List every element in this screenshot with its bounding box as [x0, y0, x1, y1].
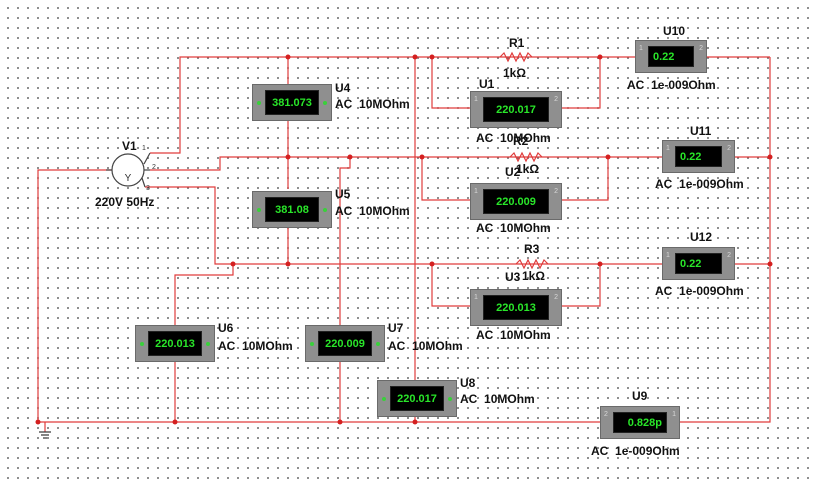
pin-2-label: 2: [604, 411, 608, 418]
terminal-negative-icon: [206, 341, 210, 346]
meter-u12-name: U12: [690, 230, 713, 244]
meter-u8-name: U8: [460, 376, 476, 390]
meter-u3-name: U3: [505, 270, 521, 284]
terminal-positive-icon: [257, 100, 261, 105]
ammeter-u11[interactable]: 1 2 0.22: [662, 140, 735, 173]
terminal-positive-icon: [382, 396, 386, 401]
pin-1-label: 1: [666, 252, 670, 259]
wire-group: [37, 56, 771, 432]
meter-reading: 0.22: [675, 253, 722, 274]
meter-reading: 220.017: [390, 386, 444, 411]
ammeter-u10[interactable]: 1 2 0.22: [635, 40, 707, 73]
voltmeter-u6[interactable]: 220.013: [135, 325, 215, 362]
meter-reading: 220.009: [318, 331, 372, 356]
ammeter-u9[interactable]: 2 1 0.828p: [600, 406, 680, 439]
meter-u9-mode: AC 1e-009Ohm: [591, 444, 680, 458]
resistor-r2-value: 1kΩ: [516, 162, 539, 176]
pin-2-label: 2: [554, 96, 558, 103]
meter-u6-mode: AC 10MOhm: [218, 339, 293, 353]
meter-u5-mode: AC 10MOhm: [335, 204, 410, 218]
meter-reading: 381.08: [265, 197, 319, 222]
pin-1-label: 1: [474, 96, 478, 103]
pin-2-label: 2: [727, 252, 731, 259]
meter-u5-name: U5: [335, 187, 351, 201]
meter-u10-mode: AC 1e-009Ohm: [627, 78, 716, 92]
voltmeter-u3[interactable]: 1 2 220.013: [470, 289, 562, 326]
meter-u1-name: U1: [479, 77, 495, 91]
meter-reading: 220.013: [148, 331, 202, 356]
pin-2-label: 2: [727, 145, 731, 152]
meter-reading: 0.22: [648, 46, 694, 67]
terminal-negative-icon: [448, 396, 452, 401]
meter-u6-name: U6: [218, 321, 234, 335]
terminal-positive-icon: [140, 341, 144, 346]
meter-reading: 0.828p: [613, 412, 667, 433]
resistor-r3-value: 1kΩ: [522, 269, 545, 283]
three-phase-source-icon[interactable]: Y 1 2 3: [106, 145, 156, 192]
resistor-r1-value: 1kΩ: [503, 66, 526, 80]
voltmeter-u7[interactable]: 220.009: [305, 325, 385, 362]
meter-u2-name: U2: [505, 165, 521, 179]
meter-u12-mode: AC 1e-009Ohm: [655, 284, 744, 298]
resistor-r1-name: R1: [509, 36, 525, 50]
voltmeter-u5[interactable]: 381.08: [252, 191, 332, 228]
pin-1-label: 1: [639, 45, 643, 52]
resistor-r3-name: R3: [524, 242, 540, 256]
meter-reading: 220.013: [483, 295, 549, 320]
junction-dots: [35, 54, 773, 425]
ammeter-u12[interactable]: 1 2 0.22: [662, 247, 735, 280]
voltmeter-u8[interactable]: 220.017: [377, 380, 457, 417]
resistor-zigzags: [499, 51, 549, 270]
terminal-negative-icon: [323, 207, 327, 212]
meter-reading: 0.22: [675, 146, 722, 167]
terminal-negative-icon: [323, 100, 327, 105]
voltmeter-u4[interactable]: 381.073: [252, 84, 332, 121]
meter-u1-mode: AC 10MOhm: [476, 131, 551, 145]
meter-u10-name: U10: [663, 24, 686, 38]
source-name: V1: [122, 139, 137, 153]
meter-u7-name: U7: [388, 321, 404, 335]
phase-label-3: 3: [146, 185, 150, 192]
meter-reading: 381.073: [265, 90, 319, 115]
terminal-positive-icon: [257, 207, 261, 212]
pin-2-label: 2: [554, 294, 558, 301]
pin-1-label: 1: [672, 411, 676, 418]
phase-label-2: 2: [152, 164, 156, 171]
terminal-negative-icon: [376, 341, 380, 346]
meter-u3-mode: AC 10MOhm: [476, 328, 551, 342]
source-symbol-text: Y: [125, 173, 132, 184]
resistor-r2-name: R2: [513, 134, 529, 148]
pin-1-label: 1: [474, 294, 478, 301]
meter-u8-mode: AC 10MOhm: [460, 392, 535, 406]
phase-label-1: 1: [142, 145, 146, 152]
meter-u9-name: U9: [632, 389, 648, 403]
meter-u4-mode: AC 10MOhm: [335, 97, 410, 111]
voltmeter-u1[interactable]: 1 2 220.017: [470, 91, 562, 128]
pin-2-label: 2: [554, 188, 558, 195]
pin-1-label: 1: [474, 188, 478, 195]
pin-2-label: 2: [699, 45, 703, 52]
meter-u11-mode: AC 1e-009Ohm: [655, 177, 744, 191]
meter-u2-mode: AC 10MOhm: [476, 221, 551, 235]
meter-reading: 220.009: [483, 189, 549, 214]
ground-icon: [39, 431, 51, 439]
voltmeter-u2[interactable]: 1 2 220.009: [470, 183, 562, 220]
meter-u4-name: U4: [335, 81, 351, 95]
meter-u11-name: U11: [690, 124, 712, 138]
source-spec: 220V 50Hz: [95, 195, 155, 209]
pin-1-label: 1: [666, 145, 670, 152]
meter-u7-mode: AC 10MOhm: [388, 339, 463, 353]
terminal-positive-icon: [310, 341, 314, 346]
meter-reading: 220.017: [483, 97, 549, 122]
